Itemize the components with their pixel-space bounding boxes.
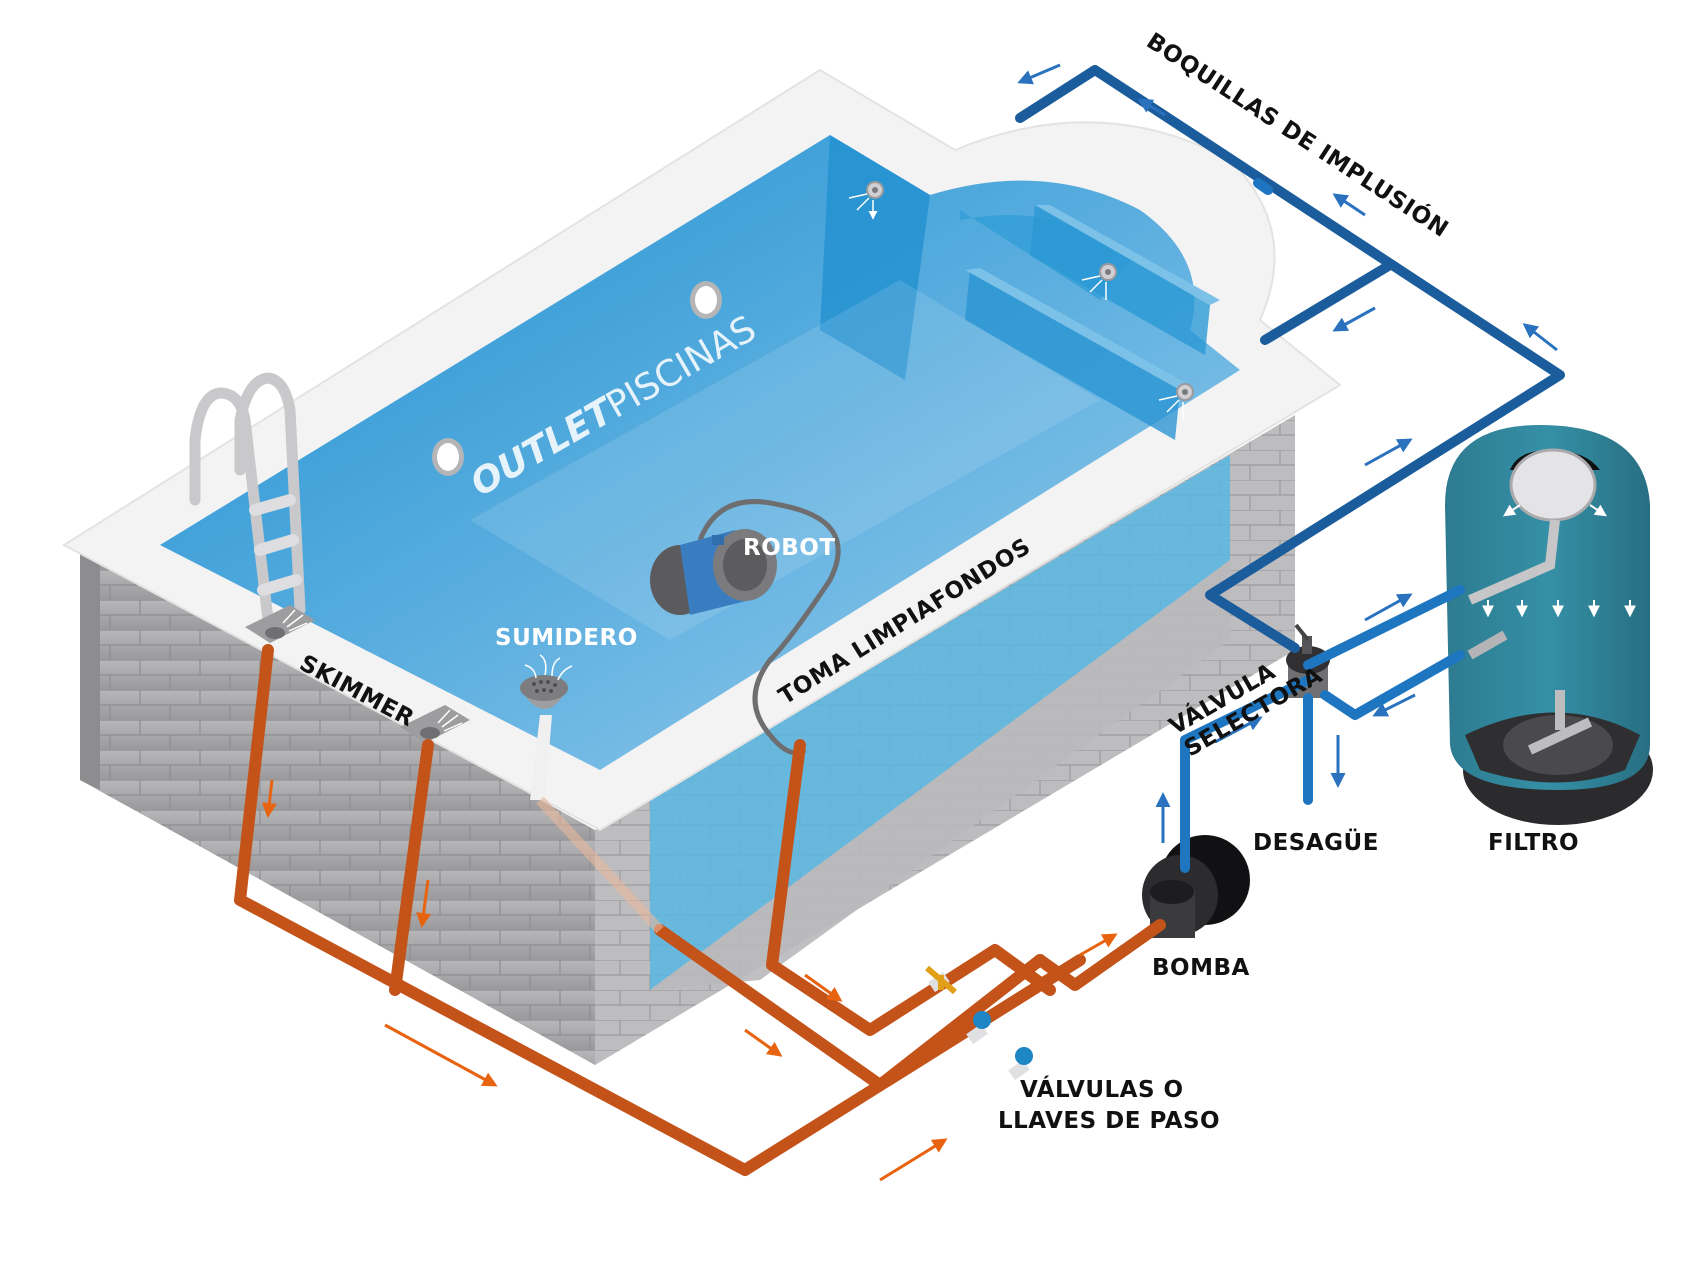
flow-arrow	[1137, 98, 1166, 117]
flow-arrow	[416, 879, 432, 928]
pool-light-icon	[690, 281, 722, 319]
ball-valve-icon	[925, 965, 957, 995]
pool-steps	[960, 205, 1220, 440]
label-sumidero: SUMIDERO	[495, 625, 638, 651]
valve-to-filter-top-pipe	[1303, 585, 1465, 670]
return-branch-joint	[1253, 178, 1273, 195]
pool-robot-icon	[650, 499, 841, 756]
skimmer-2-pipe	[389, 739, 434, 996]
pool-wall-left	[80, 545, 595, 1065]
return-nozzle-icon	[848, 181, 884, 218]
label-valvulas-1: VÁLVULAS O	[1020, 1075, 1184, 1103]
sumidero-pipe	[654, 924, 1046, 1091]
flow-arrow	[1364, 593, 1413, 622]
label-filtro: FILTRO	[1488, 830, 1579, 856]
flow-arrow	[1364, 438, 1413, 467]
flow-arrow	[1214, 716, 1263, 744]
ball-valve-icon	[966, 1011, 991, 1045]
flow-arrow	[261, 779, 277, 818]
flow-arrow	[1079, 933, 1118, 957]
limpiafondos-pipe	[766, 739, 1056, 1036]
flow-arrow	[744, 1028, 783, 1057]
flow-arrow	[1332, 193, 1366, 217]
skimmer-icon	[400, 705, 470, 743]
label-robot: ROBOT	[743, 535, 836, 561]
pool-cutaway-floor	[650, 560, 1230, 990]
return-pipes	[1015, 63, 1565, 873]
flow-arrow	[1372, 693, 1416, 717]
sumidero-pipe-hidden	[536, 796, 664, 934]
filter-bottom-to-valve-pipe	[1320, 650, 1465, 720]
manifold-pipe	[1034, 919, 1166, 991]
skimmer-icon	[245, 605, 315, 643]
water-highlight	[470, 280, 1100, 640]
pool-light-icon	[432, 438, 464, 476]
flow-arrow	[1332, 306, 1376, 332]
flow-arrow	[1017, 63, 1061, 85]
suction-pipes	[234, 644, 1166, 1182]
ball-valve-icon	[1008, 1047, 1033, 1081]
return-branch-pipe	[1260, 260, 1395, 345]
pool-wall-left-shade	[80, 545, 100, 790]
sand-filter-icon	[1445, 425, 1653, 825]
label-bomba: BOMBA	[1152, 955, 1250, 981]
return-nozzle-icon	[1081, 263, 1117, 300]
pool-cutaway-water	[650, 455, 1230, 990]
label-desague: DESAGÜE	[1253, 828, 1379, 856]
flow-arrow	[804, 973, 843, 1002]
label-valvulas-2: LLAVES DE PASO	[998, 1108, 1220, 1134]
pump-to-valve-pipe	[1180, 675, 1313, 873]
pool-far-wall	[820, 135, 930, 380]
flow-arrow	[879, 1138, 948, 1182]
valve-to-pool-pipe	[1015, 65, 1565, 653]
flow-arrow	[1522, 323, 1558, 352]
return-nozzle-icon	[1158, 383, 1194, 420]
drain-icon	[520, 654, 573, 800]
flow-arrow	[384, 1023, 498, 1087]
pool-structure	[62, 68, 1342, 1065]
ladder-icon	[189, 372, 306, 626]
